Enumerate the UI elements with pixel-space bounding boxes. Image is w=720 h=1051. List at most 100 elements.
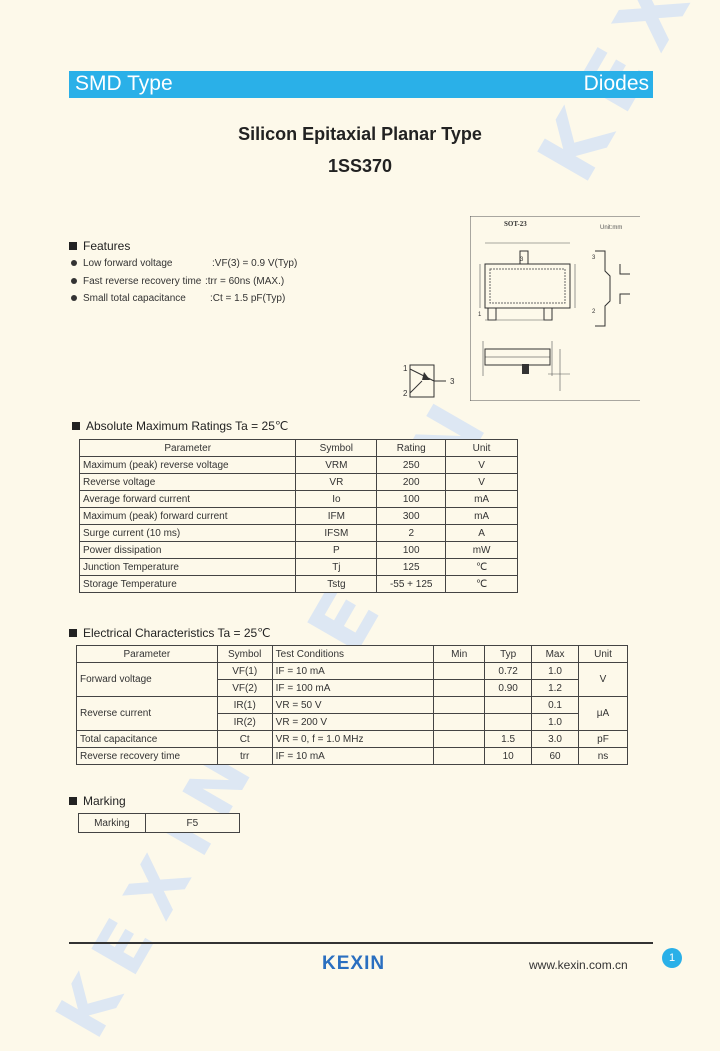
- header-bar: SMD Type Diodes: [69, 71, 653, 98]
- cell: Total capacitance: [76, 730, 218, 748]
- cell: ℃: [445, 575, 518, 593]
- abs-max-table: Parameter Symbol Rating Unit Maximum (pe…: [78, 439, 518, 593]
- header-right: Diodes: [583, 72, 649, 95]
- page-number: 1: [662, 948, 682, 968]
- cell: Reverse recovery time: [76, 747, 218, 765]
- abs-max-heading: Absolute Maximum Ratings Ta = 25℃: [72, 419, 288, 433]
- bullet-square-icon: [69, 797, 77, 805]
- cell: 0.90: [484, 679, 533, 697]
- table-row: Total capacitance Ct VR = 0, f = 1.0 MHz…: [76, 730, 628, 748]
- cell: VR: [295, 473, 378, 491]
- cell: [433, 662, 486, 680]
- cell: IR(1): [216, 696, 273, 714]
- table-row: Forward voltage VF(1) IF = 10 mA 0.72 1.…: [76, 662, 628, 697]
- cell: A: [445, 524, 518, 542]
- cell: VF(1): [216, 662, 273, 680]
- column-header: Symbol: [295, 439, 378, 457]
- cell: trr: [216, 747, 273, 765]
- table-header-row: Parameter Symbol Test Conditions Min Typ…: [76, 645, 628, 663]
- svg-text:2: 2: [403, 389, 408, 398]
- cell: IF = 100 mA: [271, 679, 435, 697]
- marking-value: F5: [144, 813, 241, 833]
- cell: pF: [578, 730, 628, 748]
- table-row: Reverse current IR(1) VR = 50 V 0.1 μA: [76, 696, 628, 731]
- feature-value: :VF(3) = 0.9 V(Typ): [212, 258, 298, 269]
- cell: IF = 10 mA: [271, 747, 435, 765]
- cell: 100: [376, 490, 447, 508]
- watermark: KEXIN: [40, 723, 277, 1051]
- cell: [433, 713, 486, 731]
- cell: Reverse voltage: [78, 473, 297, 491]
- cell: [433, 747, 486, 765]
- column-header: Parameter: [76, 645, 218, 663]
- cell: Surge current (10 ms): [78, 524, 297, 542]
- cell: Reverse current: [76, 696, 218, 731]
- cell: VR = 0, f = 1.0 MHz: [271, 730, 435, 748]
- cell: 300: [376, 507, 447, 525]
- bullet-dot-icon: [71, 295, 77, 301]
- cell: P: [295, 541, 378, 559]
- cell: Junction Temperature: [78, 558, 297, 576]
- cell: [433, 696, 486, 714]
- cell: 200: [376, 473, 447, 491]
- cell: VR = 50 V: [271, 696, 435, 714]
- footer-url[interactable]: www.kexin.com.cn: [529, 958, 628, 972]
- features-heading: Features: [69, 239, 130, 253]
- cell: [484, 696, 533, 714]
- column-header: Max: [531, 645, 580, 663]
- cell: Tj: [295, 558, 378, 576]
- cell: V: [578, 662, 628, 697]
- elec-heading: Electrical Characteristics Ta = 25℃: [69, 626, 271, 640]
- cell: 0.1: [531, 696, 580, 714]
- svg-text:SOT-23: SOT-23: [504, 220, 527, 228]
- package-outline-diagram: SOT-23 Unit:mm 1 3 3 2: [470, 216, 640, 401]
- cell: ns: [578, 747, 628, 765]
- feature-item: Low forward voltage: [71, 258, 173, 269]
- cell: Tstg: [295, 575, 378, 593]
- svg-text:Unit:mm: Unit:mm: [600, 225, 622, 231]
- svg-text:2: 2: [592, 309, 596, 315]
- cell: 250: [376, 456, 447, 474]
- column-header: Rating: [376, 439, 447, 457]
- cell: [433, 679, 486, 697]
- cell: [433, 730, 486, 748]
- bullet-square-icon: [72, 422, 80, 430]
- cell: mA: [445, 507, 518, 525]
- cell: [484, 713, 533, 731]
- cell: Ct: [216, 730, 273, 748]
- feature-item: Small total capacitance: [71, 293, 186, 304]
- cell: Maximum (peak) reverse voltage: [78, 456, 297, 474]
- column-header: Typ: [484, 645, 533, 663]
- cell: Io: [295, 490, 378, 508]
- cell: VF(2): [216, 679, 273, 697]
- footer-divider: [69, 942, 653, 944]
- cell: VRM: [295, 456, 378, 474]
- column-header: Symbol: [216, 645, 273, 663]
- header-left: SMD Type: [75, 72, 173, 95]
- table-header-row: Parameter Symbol Rating Unit: [78, 439, 518, 457]
- column-header: Test Conditions: [271, 645, 435, 663]
- cell: VR = 200 V: [271, 713, 435, 731]
- cell: 1.2: [531, 679, 580, 697]
- cell: 10: [484, 747, 533, 765]
- marking-heading: Marking: [69, 794, 126, 808]
- bullet-square-icon: [69, 629, 77, 637]
- feature-item: Fast reverse recovery time: [71, 276, 201, 287]
- cell: IR(2): [216, 713, 273, 731]
- svg-text:1: 1: [478, 312, 482, 318]
- bullet-dot-icon: [71, 278, 77, 284]
- cell: μA: [578, 696, 628, 731]
- svg-text:3: 3: [520, 257, 524, 263]
- cell: IFSM: [295, 524, 378, 542]
- cell: 2: [376, 524, 447, 542]
- cell: mW: [445, 541, 518, 559]
- marking-label: Marking: [78, 813, 146, 833]
- elec-table: Parameter Symbol Test Conditions Min Typ…: [76, 645, 628, 765]
- cell: Power dissipation: [78, 541, 297, 559]
